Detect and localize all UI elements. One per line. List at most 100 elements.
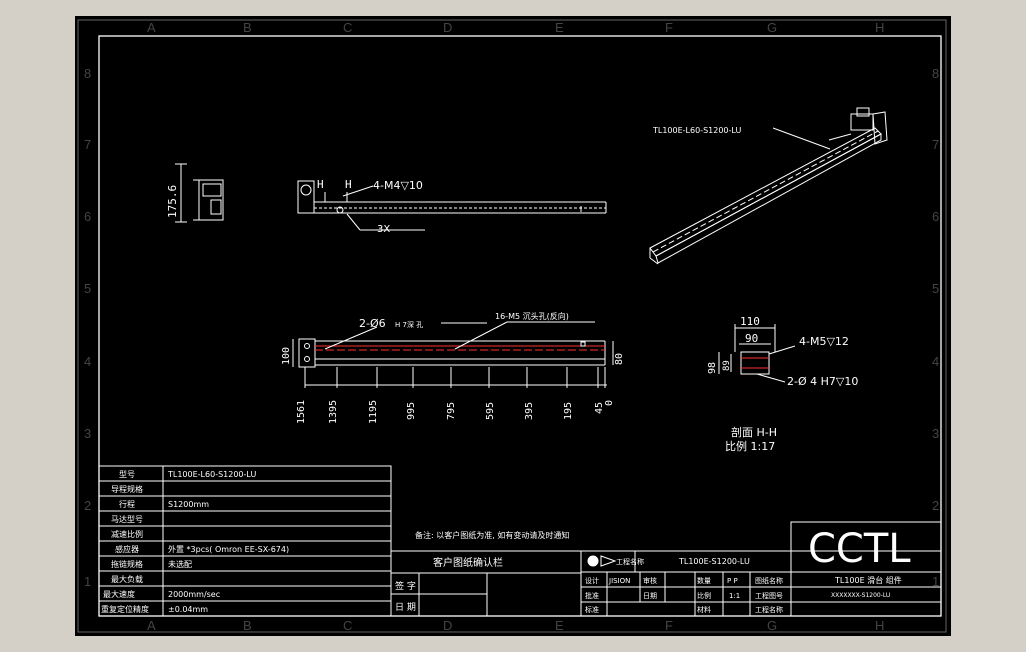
- section-w-outer: 110: [740, 315, 760, 328]
- zone-col-top: E: [555, 20, 564, 35]
- section-pin-note: 2-Ø 4 H7▽10: [787, 375, 858, 388]
- spec-table: [98, 465, 392, 617]
- tb-scale: 1:1: [729, 592, 740, 600]
- zone-row-left: 8: [84, 66, 91, 81]
- zone-row-left: 3: [84, 426, 91, 441]
- spec-label: 型号: [119, 470, 135, 479]
- tb-pp: P P: [727, 577, 738, 585]
- front-left-dim: 100: [281, 347, 292, 365]
- confirm-title: 客户图纸确认栏: [433, 556, 503, 569]
- spec-value: TL100E-L60-S1200-LU: [167, 470, 256, 479]
- tb-material-label: 材料: [697, 605, 711, 614]
- cad-drawing: A B C D E F G H A B C D E F G H 8 7 6 5 …: [77, 19, 947, 633]
- tick-label: 0: [604, 400, 615, 406]
- spec-label: 最大速度: [103, 589, 135, 599]
- spec-label: 最大负载: [111, 574, 143, 584]
- side-height-dim: 175.6: [166, 185, 179, 218]
- zone-col-top: F: [665, 20, 673, 35]
- zone-row-left: 2: [84, 498, 91, 513]
- front-dowel-suffix: H 7深 孔: [395, 320, 423, 329]
- confirm-date-label: 日 期: [395, 602, 416, 613]
- tick-label: 1395: [328, 400, 339, 424]
- zone-row-right: 4: [932, 354, 939, 369]
- top-slot-note: 3X: [377, 224, 403, 235]
- iso-view: [649, 107, 888, 265]
- tick-label: 995: [406, 402, 417, 420]
- section-scale: 比例 1:17: [725, 439, 775, 453]
- zone-row-right: 6: [932, 209, 939, 224]
- tb-drawing-no: XXXXXXX-S1200-LU: [831, 592, 890, 599]
- tb-num-label: 工程图号: [755, 591, 783, 600]
- zone-row-right: 7: [932, 137, 939, 152]
- zone-row-right: 5: [932, 281, 939, 296]
- tb-designer-label: 设计: [585, 576, 599, 585]
- tb-date-label: 日期: [643, 592, 657, 600]
- section-h-outer: 98: [707, 362, 718, 374]
- front-tick-labels: 1561 1395 1195 995 795 595 395 195 45 0: [296, 400, 615, 424]
- spec-label: 马达型号: [111, 514, 143, 524]
- tick-label: 195: [563, 402, 574, 420]
- spec-table-text: 型号 TL100E-L60-S1200-LU 导程规格 行程 S1200mm 马…: [101, 470, 289, 614]
- title-block: [580, 521, 942, 617]
- spec-label: 拖链规格: [111, 559, 143, 569]
- tb-sheet-label: 工程名称: [755, 605, 783, 614]
- zone-row-right: 1: [932, 574, 939, 589]
- tb-std-label: 标准: [585, 605, 599, 614]
- top-tap-note: 4-M4▽10: [373, 179, 423, 192]
- section-view: [718, 324, 796, 383]
- tick-label: 595: [485, 402, 496, 420]
- tb-name-label: 图纸名称: [755, 576, 783, 585]
- zone-row-left: 5: [84, 281, 91, 296]
- spec-label: 减速比例: [111, 529, 143, 539]
- zone-col-bottom: A: [147, 618, 156, 633]
- tb-part-no: TL100E 滑台 组件: [834, 575, 902, 585]
- top-h-left: H: [317, 178, 324, 191]
- zone-col-bottom: D: [443, 618, 452, 633]
- section-h-inner: 89: [722, 360, 732, 371]
- tb-proj-code: TL100E-S1200-LU: [678, 557, 750, 566]
- zone-col-bottom: B: [243, 618, 252, 633]
- spec-label: 导程规格: [111, 484, 143, 494]
- spec-value: 外置 *3pcs( Omron EE-SX-674): [168, 544, 289, 554]
- zone-col-top: G: [767, 20, 777, 35]
- tb-qty-label: 数量: [697, 576, 711, 585]
- zone-markers: A B C D E F G H A B C D E F G H 8 7 6 5 …: [84, 20, 939, 633]
- top-view: [297, 180, 607, 231]
- section-w-inner: 90: [745, 332, 758, 345]
- zone-col-bottom: E: [555, 618, 564, 633]
- zone-row-left: 1: [84, 574, 91, 589]
- zone-row-right: 3: [932, 426, 939, 441]
- section-caption: 剖面 H-H: [731, 425, 777, 439]
- tick-label: 45: [594, 402, 605, 414]
- section-tap-note: 4-M5▽12: [799, 335, 849, 348]
- spec-label: 感应器: [115, 544, 139, 554]
- front-right-dim: 80: [614, 353, 625, 365]
- tick-label: 1195: [368, 400, 379, 424]
- zone-row-right: 8: [932, 66, 939, 81]
- tick-label: 1561: [296, 400, 307, 424]
- spec-value: ±0.04mm: [168, 605, 208, 614]
- zone-row-left: 4: [84, 354, 91, 369]
- zone-col-top: A: [147, 20, 156, 35]
- tb-brand-label: 工程名称: [616, 557, 644, 566]
- tb-designer: JISION: [608, 577, 630, 585]
- zone-row-right: 2: [932, 498, 939, 513]
- zone-col-bottom: C: [343, 618, 352, 633]
- zone-col-bottom: H: [875, 618, 884, 633]
- zone-col-top: B: [243, 20, 252, 35]
- spec-label: 行程: [119, 499, 135, 509]
- zone-col-bottom: F: [665, 618, 673, 633]
- side-view: [175, 163, 224, 223]
- spec-label: 重复定位精度: [101, 604, 149, 614]
- zone-col-bottom: G: [767, 618, 777, 633]
- zone-col-top: C: [343, 20, 352, 35]
- top-h-right: H: [345, 178, 352, 191]
- zone-col-top: H: [875, 20, 884, 35]
- spec-value: S1200mm: [168, 500, 209, 509]
- spec-value: 2000mm/sec: [168, 590, 220, 599]
- tick-label: 395: [524, 402, 535, 420]
- outer-frame: [77, 19, 947, 633]
- front-dowel-note: 2-Ø6: [359, 317, 386, 330]
- tb-check-label: 审核: [643, 576, 657, 585]
- zone-row-left: 6: [84, 209, 91, 224]
